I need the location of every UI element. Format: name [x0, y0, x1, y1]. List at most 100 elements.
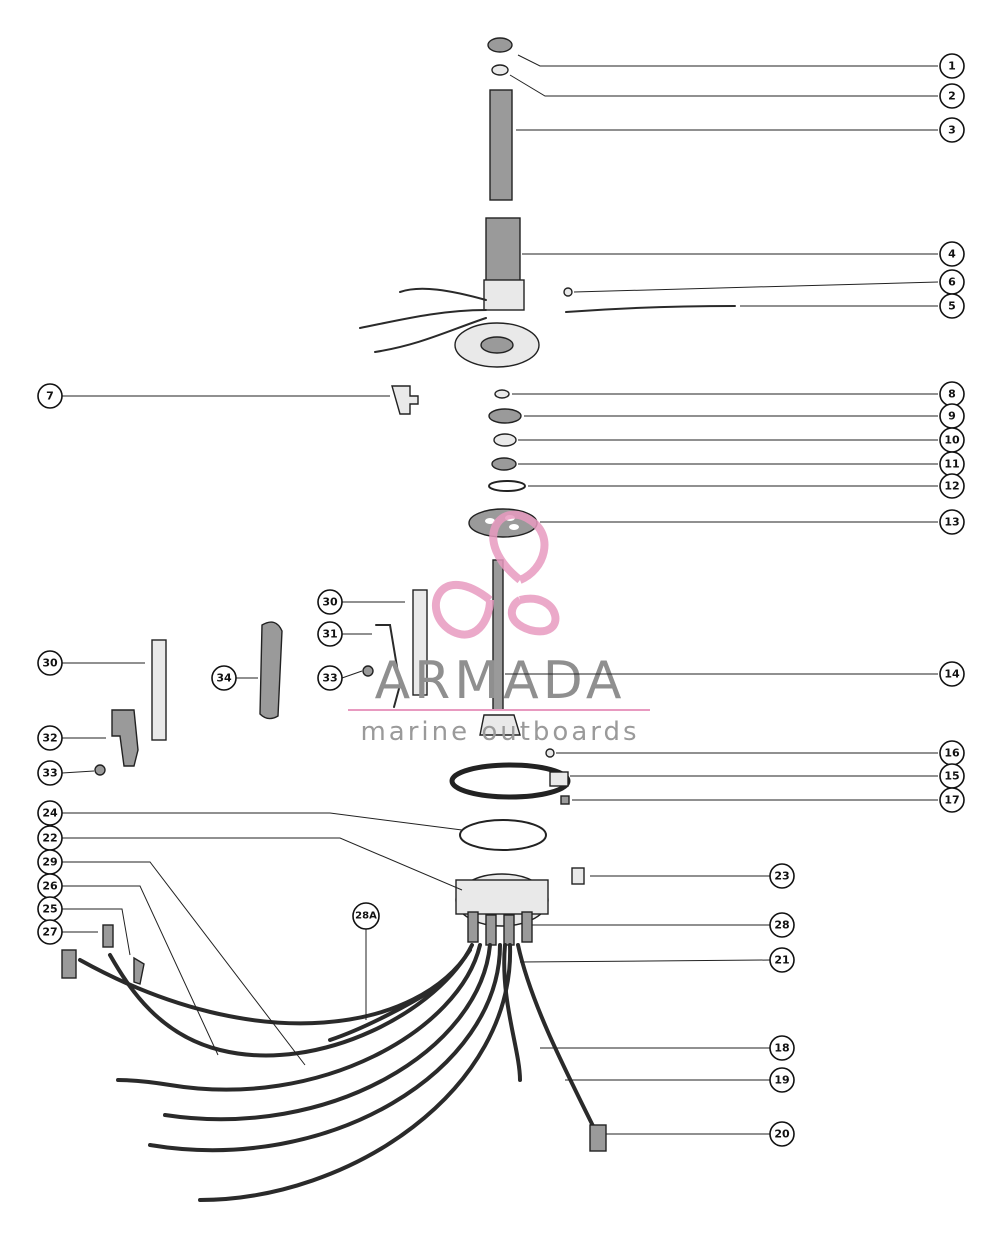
part-5-wire — [565, 305, 736, 313]
callout-label: 33 — [42, 767, 57, 780]
part-10 — [493, 433, 517, 447]
part-2-washer — [491, 64, 509, 76]
callout-7: 7 — [37, 383, 63, 409]
callout-29: 29 — [37, 849, 63, 875]
part-30-strip-right — [412, 589, 428, 696]
callout-25: 25 — [37, 896, 63, 922]
callout-18: 18 — [769, 1035, 795, 1061]
callout-28: 28 — [769, 912, 795, 938]
callout-33-upper: 33 — [317, 665, 343, 691]
callout-27: 27 — [37, 919, 63, 945]
part-30-strip-left — [151, 639, 167, 741]
logo-blade-left — [431, 581, 494, 639]
callout-label: 5 — [948, 300, 956, 313]
callout-9: 9 — [939, 403, 965, 429]
callout-label: 25 — [42, 903, 57, 916]
watermark-tagline: marine outboards — [360, 717, 639, 747]
callout-label: 1 — [948, 60, 956, 73]
callout-label: 9 — [948, 410, 956, 423]
callout-label: 30 — [322, 596, 338, 609]
callout-label: 10 — [944, 434, 960, 447]
armada-propeller-logo — [431, 510, 560, 639]
callout-12: 12 — [939, 473, 965, 499]
callout-11: 11 — [939, 451, 965, 477]
callout-19: 19 — [769, 1067, 795, 1093]
callout-label: 20 — [774, 1128, 790, 1141]
callout-label: 31 — [322, 628, 337, 641]
callout-23: 23 — [769, 863, 795, 889]
callout-label: 21 — [774, 954, 789, 967]
callout-label: 18 — [774, 1042, 789, 1055]
callout-14: 14 — [939, 661, 965, 687]
callout-24: 24 — [37, 800, 63, 826]
part-8 — [494, 389, 510, 399]
callout-3: 3 — [939, 117, 965, 143]
watermark: ARMADA marine outboards — [348, 510, 650, 747]
part-6-screw — [563, 287, 573, 297]
callout-33-lower: 33 — [37, 760, 63, 786]
callout-34: 34 — [211, 665, 237, 691]
callout-28a: 28A — [352, 902, 380, 930]
callout-label: 30 — [42, 657, 58, 670]
callout-label: 34 — [216, 672, 232, 685]
part-4-housing — [454, 217, 540, 368]
callout-22: 22 — [37, 825, 63, 851]
part-20-plug — [589, 1124, 607, 1152]
part-31-bracket — [375, 624, 402, 708]
part-24-oring — [459, 819, 547, 851]
callout-30-left: 30 — [37, 650, 63, 676]
callout-label: 26 — [42, 880, 58, 893]
part-12-ring — [488, 480, 526, 492]
part-23-boot — [571, 867, 585, 885]
callout-label: 17 — [944, 794, 959, 807]
callout-label: 2 — [948, 90, 956, 103]
part-33-nut-lower — [94, 764, 106, 776]
callout-label: 19 — [774, 1074, 789, 1087]
part-11 — [491, 457, 517, 471]
part-33-nut-upper — [362, 665, 374, 677]
part-32-clip — [111, 709, 139, 767]
callout-20: 20 — [769, 1121, 795, 1147]
callout-label: 16 — [944, 747, 960, 760]
callout-15: 15 — [939, 763, 965, 789]
callout-label: 11 — [944, 458, 959, 471]
callout-label: 27 — [42, 926, 57, 939]
callout-21: 21 — [769, 947, 795, 973]
callout-2: 2 — [939, 83, 965, 109]
part-17-nut — [560, 795, 570, 805]
callout-label: 28A — [355, 911, 377, 922]
ignition-wire-harness — [78, 943, 602, 1202]
part-27-boot — [61, 949, 77, 979]
part-34-pad — [259, 621, 283, 720]
watermark-brand: ARMADA — [375, 651, 626, 711]
callout-label: 29 — [42, 856, 57, 869]
logo-blade-right — [507, 594, 560, 636]
part-22-distributor-cap — [455, 873, 549, 946]
callout-30-right: 30 — [317, 589, 343, 615]
part-3-sleeve — [489, 89, 513, 201]
callout-label: 24 — [42, 807, 58, 820]
part-1-cap — [487, 37, 513, 53]
callout-16: 16 — [939, 740, 965, 766]
callout-10: 10 — [939, 427, 965, 453]
callout-label: 33 — [322, 672, 337, 685]
callout-32: 32 — [37, 725, 63, 751]
callout-label: 6 — [948, 276, 956, 289]
logo-blade-top — [489, 510, 549, 584]
callout-label: 32 — [42, 732, 57, 745]
part-7-fitting — [391, 385, 419, 415]
callout-label: 8 — [948, 388, 956, 401]
callout-label: 23 — [774, 870, 789, 883]
part-16-screw — [545, 748, 555, 758]
callout-26: 26 — [37, 873, 63, 899]
callout-label: 7 — [46, 390, 54, 403]
callout-5: 5 — [939, 293, 965, 319]
callout-13: 13 — [939, 509, 965, 535]
callout-label: 22 — [42, 832, 57, 845]
callout-17: 17 — [939, 787, 965, 813]
callout-6: 6 — [939, 269, 965, 295]
callout-label: 15 — [944, 770, 959, 783]
part-26-connector — [102, 924, 114, 948]
leader-lines — [61, 54, 939, 1135]
